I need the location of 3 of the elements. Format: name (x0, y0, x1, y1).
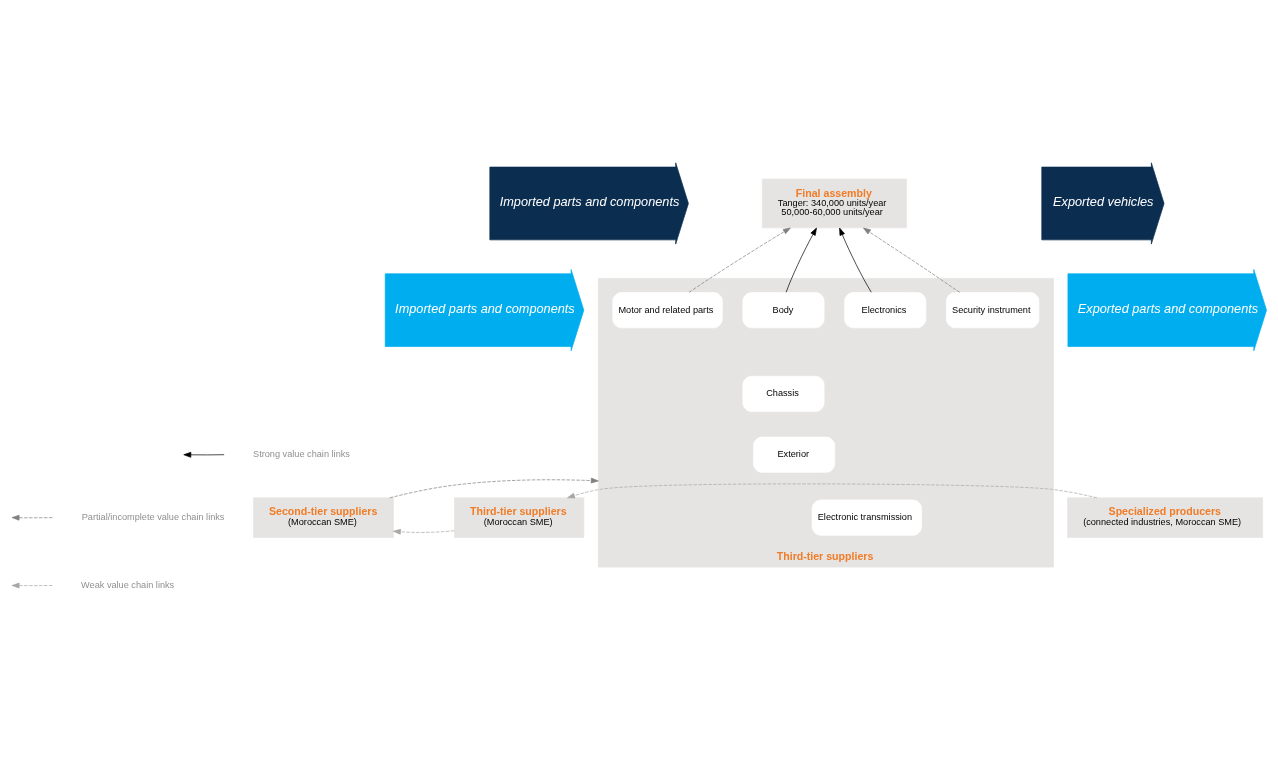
legend-label: Partial/incomplete value chain links (81, 511, 225, 522)
legend-label: Strong value chain links (253, 448, 350, 459)
legend-label: Weak value chain links (81, 579, 175, 590)
